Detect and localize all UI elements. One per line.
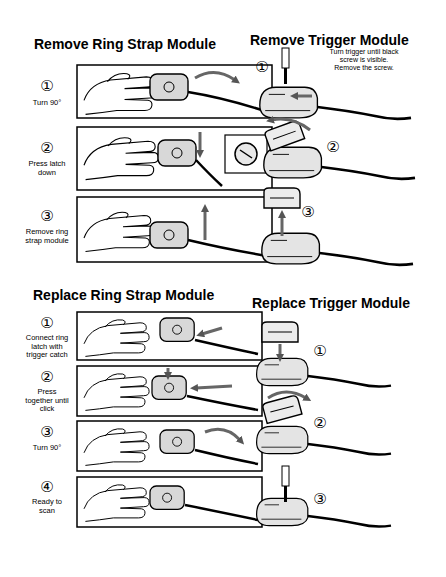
cable bbox=[185, 505, 258, 520]
panel-frame bbox=[77, 127, 272, 190]
step-instruction: Turn 90° bbox=[25, 444, 69, 453]
zoom-inset bbox=[225, 135, 267, 173]
motion-arrow bbox=[296, 95, 312, 98]
scanner-body bbox=[260, 87, 411, 119]
cable bbox=[196, 160, 222, 186]
step-number: ③ bbox=[37, 425, 57, 440]
screwdriver bbox=[282, 466, 289, 502]
step-number: ④ bbox=[37, 480, 57, 495]
step-number: ② bbox=[37, 141, 57, 156]
hand-drawing bbox=[84, 485, 149, 522]
hand-drawing bbox=[84, 374, 149, 411]
motion-arrow bbox=[268, 392, 306, 398]
step-instruction: Ready to scan bbox=[25, 498, 69, 515]
panel-frame bbox=[77, 65, 272, 118]
motion-arrow bbox=[272, 119, 310, 130]
step-number: ③ bbox=[310, 492, 330, 507]
step-instruction: Connect ring latch with trigger catch bbox=[25, 334, 69, 360]
cable bbox=[188, 240, 268, 256]
hand-drawing bbox=[84, 212, 154, 251]
motion-arrow bbox=[196, 386, 232, 388]
strap-module bbox=[160, 430, 194, 453]
section-heading: Remove Ring Strap Module bbox=[34, 36, 254, 52]
step-instruction: Turn 90° bbox=[25, 99, 69, 108]
motion-arrow bbox=[204, 210, 207, 240]
step-instruction: Turn trigger until black screw is visibl… bbox=[326, 48, 402, 72]
motion-arrow bbox=[195, 72, 235, 80]
panel-frame bbox=[77, 312, 262, 360]
strap-module bbox=[160, 318, 194, 341]
screwdriver bbox=[282, 48, 289, 84]
section-heading: Replace Trigger Module bbox=[252, 295, 442, 311]
step-instruction: Remove ring strap module bbox=[25, 228, 69, 245]
section-heading: Replace Ring Strap Module bbox=[33, 287, 263, 303]
latch-detail bbox=[240, 150, 252, 158]
scanner-body bbox=[257, 358, 391, 386]
scanner-body bbox=[262, 233, 413, 265]
step-number: ① bbox=[37, 79, 57, 94]
motion-arrow bbox=[279, 344, 282, 356]
step-number: ① bbox=[252, 60, 272, 75]
hand-drawing bbox=[84, 138, 158, 180]
strap-module bbox=[150, 486, 184, 509]
zoom-circle bbox=[235, 143, 257, 165]
step-number: ③ bbox=[298, 205, 318, 220]
cable bbox=[195, 340, 258, 354]
hand-drawing bbox=[84, 320, 149, 357]
panel-frame bbox=[77, 197, 272, 262]
step-number: ① bbox=[310, 344, 330, 359]
step-number: ② bbox=[310, 416, 330, 431]
section-heading: Remove Trigger Module bbox=[250, 32, 445, 48]
strap-module bbox=[150, 222, 188, 248]
hand-drawing bbox=[84, 429, 149, 466]
trigger-module bbox=[264, 188, 300, 208]
cable bbox=[188, 92, 268, 112]
strap-module bbox=[158, 140, 196, 166]
panel-frame bbox=[77, 477, 262, 527]
panel-frame bbox=[77, 366, 262, 416]
motion-arrow bbox=[167, 368, 170, 374]
trigger-module bbox=[262, 395, 302, 424]
strap-module bbox=[150, 74, 188, 100]
motion-arrow bbox=[202, 328, 222, 334]
motion-arrow bbox=[205, 429, 240, 440]
step-instruction: Press latch down bbox=[25, 160, 69, 177]
panel-frame bbox=[77, 421, 262, 471]
step-number: ① bbox=[37, 316, 57, 331]
cable bbox=[195, 450, 258, 464]
step-number: ③ bbox=[37, 209, 57, 224]
motion-arrow bbox=[281, 216, 284, 236]
step-number: ② bbox=[37, 370, 57, 385]
hand-drawing bbox=[84, 74, 157, 115]
step-instruction: Press together until click bbox=[25, 388, 69, 414]
motion-arrow bbox=[199, 132, 202, 152]
trigger-module bbox=[262, 322, 298, 342]
step-number: ② bbox=[323, 140, 343, 155]
cable bbox=[187, 396, 258, 410]
strap-module bbox=[152, 376, 186, 399]
